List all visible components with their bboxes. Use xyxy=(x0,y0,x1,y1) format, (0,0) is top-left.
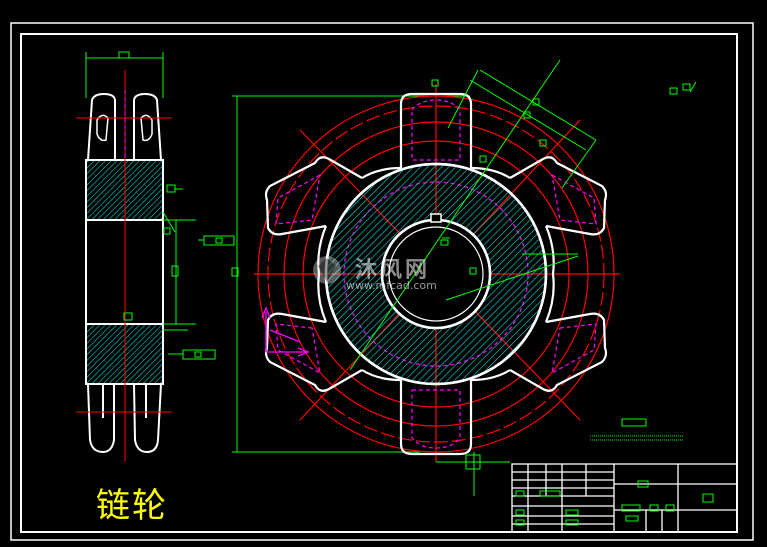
notes-area xyxy=(590,418,684,441)
side-upper-tooth xyxy=(87,92,162,161)
side-view xyxy=(76,51,235,462)
crosshair-cursor xyxy=(436,452,510,496)
watermark-brand: 沐风网 xyxy=(355,258,431,283)
ucs-marker xyxy=(261,306,310,357)
drawing-title: 链轮 xyxy=(96,486,168,526)
front-annotations xyxy=(349,59,697,371)
side-top-dimension xyxy=(85,51,164,98)
sprocket-outline xyxy=(264,92,608,456)
title-block xyxy=(511,463,738,533)
side-bore xyxy=(85,220,164,324)
watermark-url: www.mfcad.com xyxy=(346,279,437,292)
side-annotations xyxy=(123,184,235,360)
keyway xyxy=(430,213,442,223)
front-view xyxy=(231,59,697,496)
watermark-logo xyxy=(313,256,341,284)
drawing-border xyxy=(10,22,754,541)
